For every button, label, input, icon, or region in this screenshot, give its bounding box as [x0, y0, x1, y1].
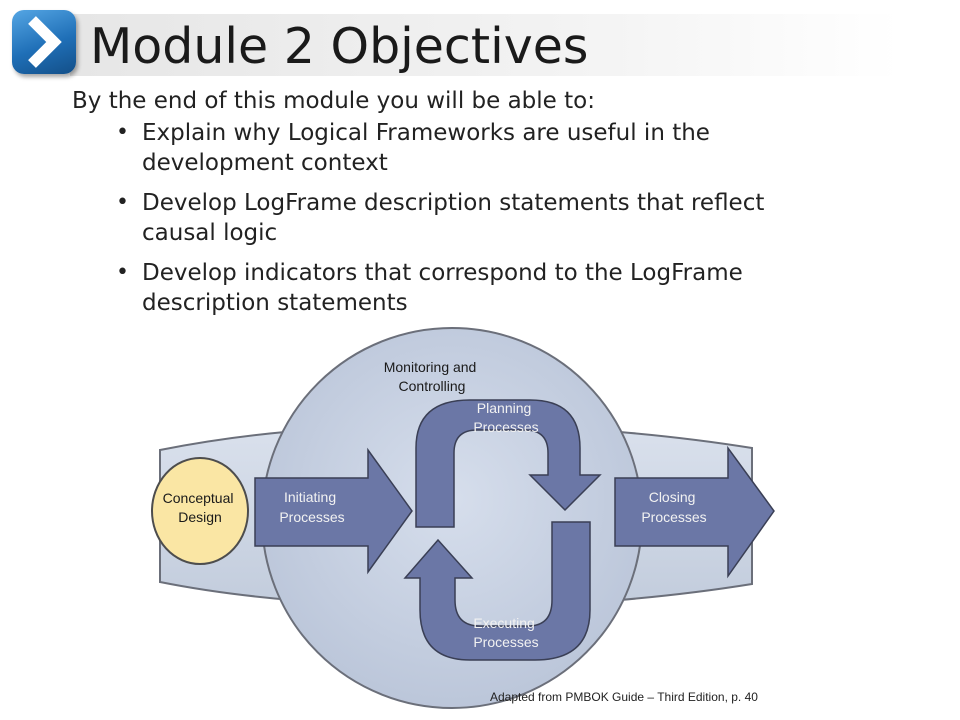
intro-text: By the end of this module you will be ab… — [72, 88, 595, 114]
conceptual-design-label: Conceptual Design — [163, 490, 238, 525]
objective-item: • Explain why Logical Frameworks are usef… — [112, 118, 812, 178]
objective-item: • Develop indicators that correspond to t… — [112, 258, 812, 318]
bullet-icon: • — [116, 260, 129, 285]
planning-arrow — [415, 399, 602, 528]
source-caption: Adapted from PMBOK Guide – Third Edition… — [490, 690, 758, 704]
planning-label: Planning Processes — [473, 400, 538, 435]
closing-arrow — [614, 445, 775, 579]
page-title: Module 2 Objectives — [90, 18, 589, 75]
objective-text: Develop indicators that correspond to th… — [142, 260, 743, 316]
objective-text: Develop LogFrame description statements … — [142, 190, 765, 246]
conceptual-design-shape — [151, 457, 249, 565]
executing-arrow — [403, 521, 591, 661]
monitoring-label: Monitoring and Controlling — [384, 359, 481, 394]
executing-label: Executing Processes — [473, 615, 538, 650]
objective-item: • Develop LogFrame description statements… — [112, 188, 812, 248]
initiating-label: Initiating Processes — [279, 489, 344, 525]
initiating-arrow — [254, 447, 413, 575]
objective-text: Explain why Logical Frameworks are usefu… — [142, 120, 710, 176]
bullet-icon: • — [116, 190, 129, 215]
title-band — [70, 14, 900, 76]
chevron-right-icon — [12, 10, 76, 74]
objectives-list: • Explain why Logical Frameworks are usef… — [112, 118, 812, 328]
closing-label: Closing Processes — [641, 489, 706, 525]
bullet-icon: • — [116, 120, 129, 145]
